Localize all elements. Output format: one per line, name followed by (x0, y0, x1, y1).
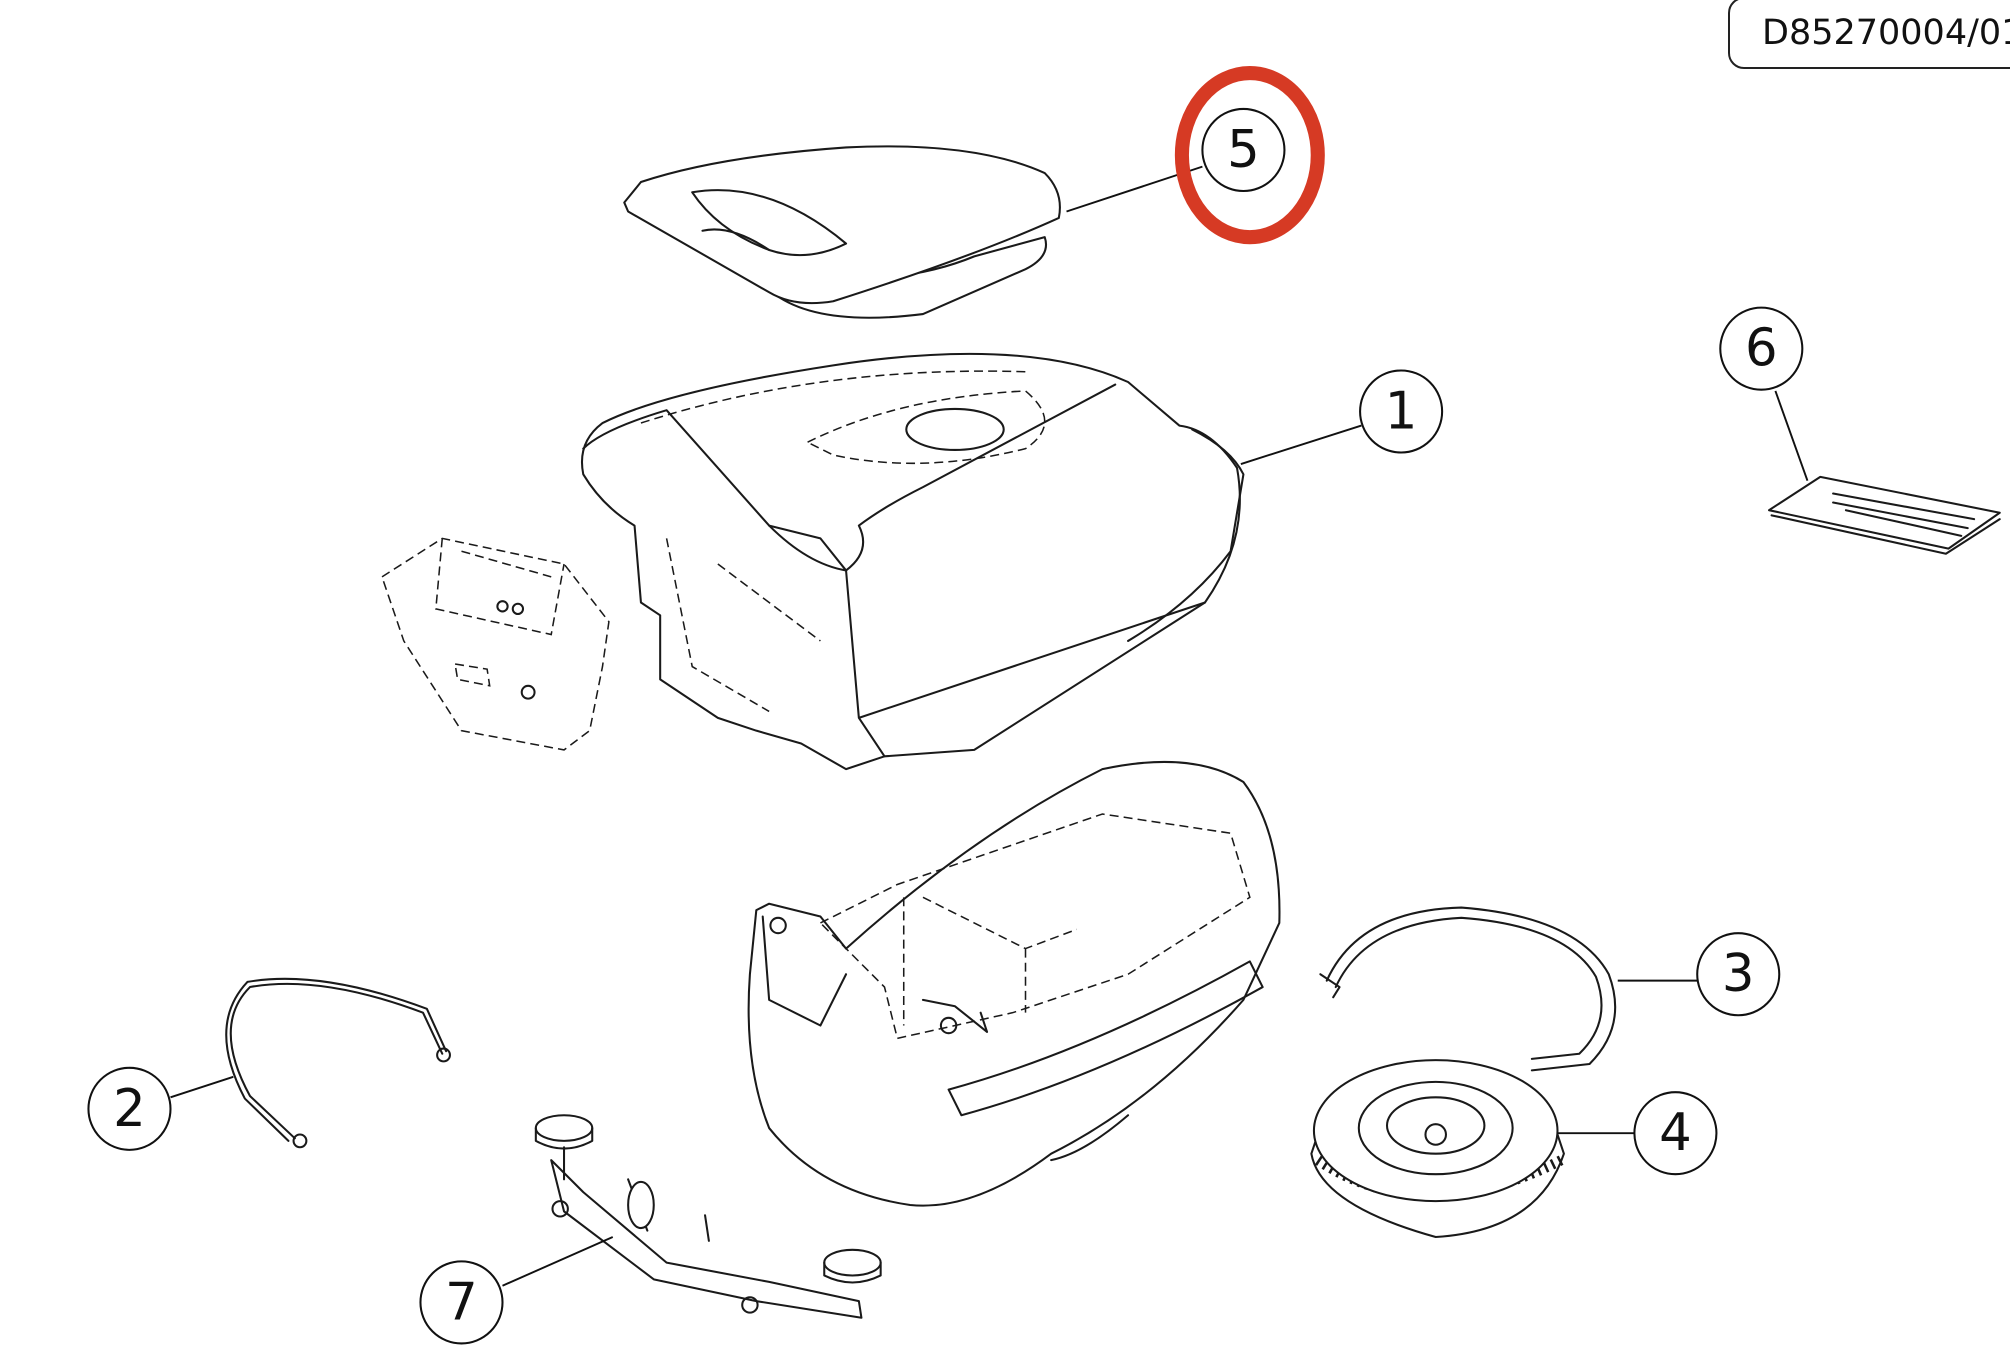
callout-label: 6 (1745, 319, 1778, 379)
callout-1[interactable]: 1 (1359, 369, 1444, 454)
callout-label: 7 (445, 1272, 478, 1332)
part-2-cable[interactable] (225, 977, 451, 1149)
part-3-seal[interactable] (1319, 906, 1617, 1072)
lower-tank (747, 760, 1281, 1207)
leader-7 (502, 1236, 614, 1287)
callout-label: 1 (1385, 381, 1418, 441)
callout-2[interactable]: 2 (87, 1066, 172, 1151)
part-6-manual[interactable] (1767, 475, 2001, 555)
callout-label: 5 (1227, 120, 1260, 180)
callout-7[interactable]: 7 (419, 1260, 504, 1345)
callout-5[interactable]: 5 (1201, 107, 1286, 193)
document-number-box: D85270004/01 (1728, 0, 2010, 69)
part-4-brush[interactable] (1310, 1059, 1565, 1239)
leader-2 (170, 1075, 234, 1099)
callout-6[interactable]: 6 (1719, 306, 1804, 391)
document-number: D85270004/01 (1762, 13, 2010, 53)
leader-1 (1240, 424, 1362, 465)
part-1-upper-body[interactable] (581, 352, 1245, 771)
callout-4[interactable]: 4 (1633, 1091, 1718, 1176)
control-panel (381, 537, 610, 751)
callout-label: 4 (1659, 1103, 1692, 1163)
part-7-squeegee[interactable] (534, 1114, 882, 1319)
part-5-lid[interactable] (623, 145, 1061, 319)
callout-label: 2 (113, 1079, 146, 1139)
leader-6 (1774, 390, 1809, 482)
highlight-ring (1174, 66, 1325, 245)
callout-label: 3 (1722, 944, 1755, 1004)
callout-3[interactable]: 3 (1696, 932, 1781, 1017)
